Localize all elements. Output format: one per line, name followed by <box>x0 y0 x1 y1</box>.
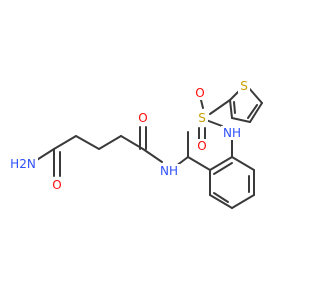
bond-ring-5 <box>209 194 233 209</box>
bond-th-5 <box>229 99 233 119</box>
bond-th-2 <box>247 86 263 104</box>
label-bg-nh2 <box>9 157 38 171</box>
label-bg-sulfonyl-o1 <box>196 139 208 153</box>
label-bg-amide-nh <box>158 164 180 178</box>
bond-c3-c4 <box>98 135 122 150</box>
bond-th-4 <box>231 117 251 123</box>
bond-c1-c2 <box>53 135 77 150</box>
atom-label-sulfonyl-s: S <box>198 111 206 125</box>
bonds <box>31 86 263 209</box>
atom-labels: H2N O O NH NH S O O S <box>9 79 250 192</box>
label-bg-sulfonyl-o2 <box>194 86 206 100</box>
atom-label-o-left: O <box>52 178 61 192</box>
bond-th-inner-1 <box>247 104 258 119</box>
structure-drawing: H2N O O NH NH S O O S <box>9 79 263 209</box>
bond-ring-4 <box>231 194 255 209</box>
atom-label-sulfonamide-nh: NH <box>223 126 241 140</box>
atom-label-amide-nh: NH <box>160 164 178 178</box>
bond-th-3 <box>249 102 263 123</box>
bond-th-inner-2 <box>233 101 236 114</box>
atom-label-nh2: H2N <box>10 157 36 171</box>
bond-ring-inner-1 <box>213 162 233 175</box>
label-bg-o-left <box>51 178 63 192</box>
bond-c2-c3 <box>75 135 100 150</box>
label-bg-o-right <box>137 111 149 125</box>
bond-ch-ring <box>187 156 211 171</box>
atom-label-sulfonyl-o2: O <box>195 86 204 100</box>
bond-ring-2 <box>231 156 255 171</box>
bond-c5-n2 <box>142 148 163 163</box>
atom-label-sulfonyl-o1: O <box>197 139 206 153</box>
bond-s-thio <box>209 99 231 115</box>
bond-nh-s <box>205 119 223 127</box>
bond-ring-inner-3 <box>213 192 229 203</box>
label-bg-sulfonamide-nh <box>221 126 243 140</box>
label-bg-thiophene-s <box>238 79 250 93</box>
molecule-canvas: H2N O O NH NH S O O S <box>9 79 263 209</box>
label-bg-sulfonyl-s <box>196 111 208 125</box>
atom-label-o-right: O <box>138 111 147 125</box>
bond-s-o2 <box>200 99 204 109</box>
bond-ring-1 <box>209 156 233 171</box>
atom-label-thiophene-s: S <box>240 79 248 93</box>
